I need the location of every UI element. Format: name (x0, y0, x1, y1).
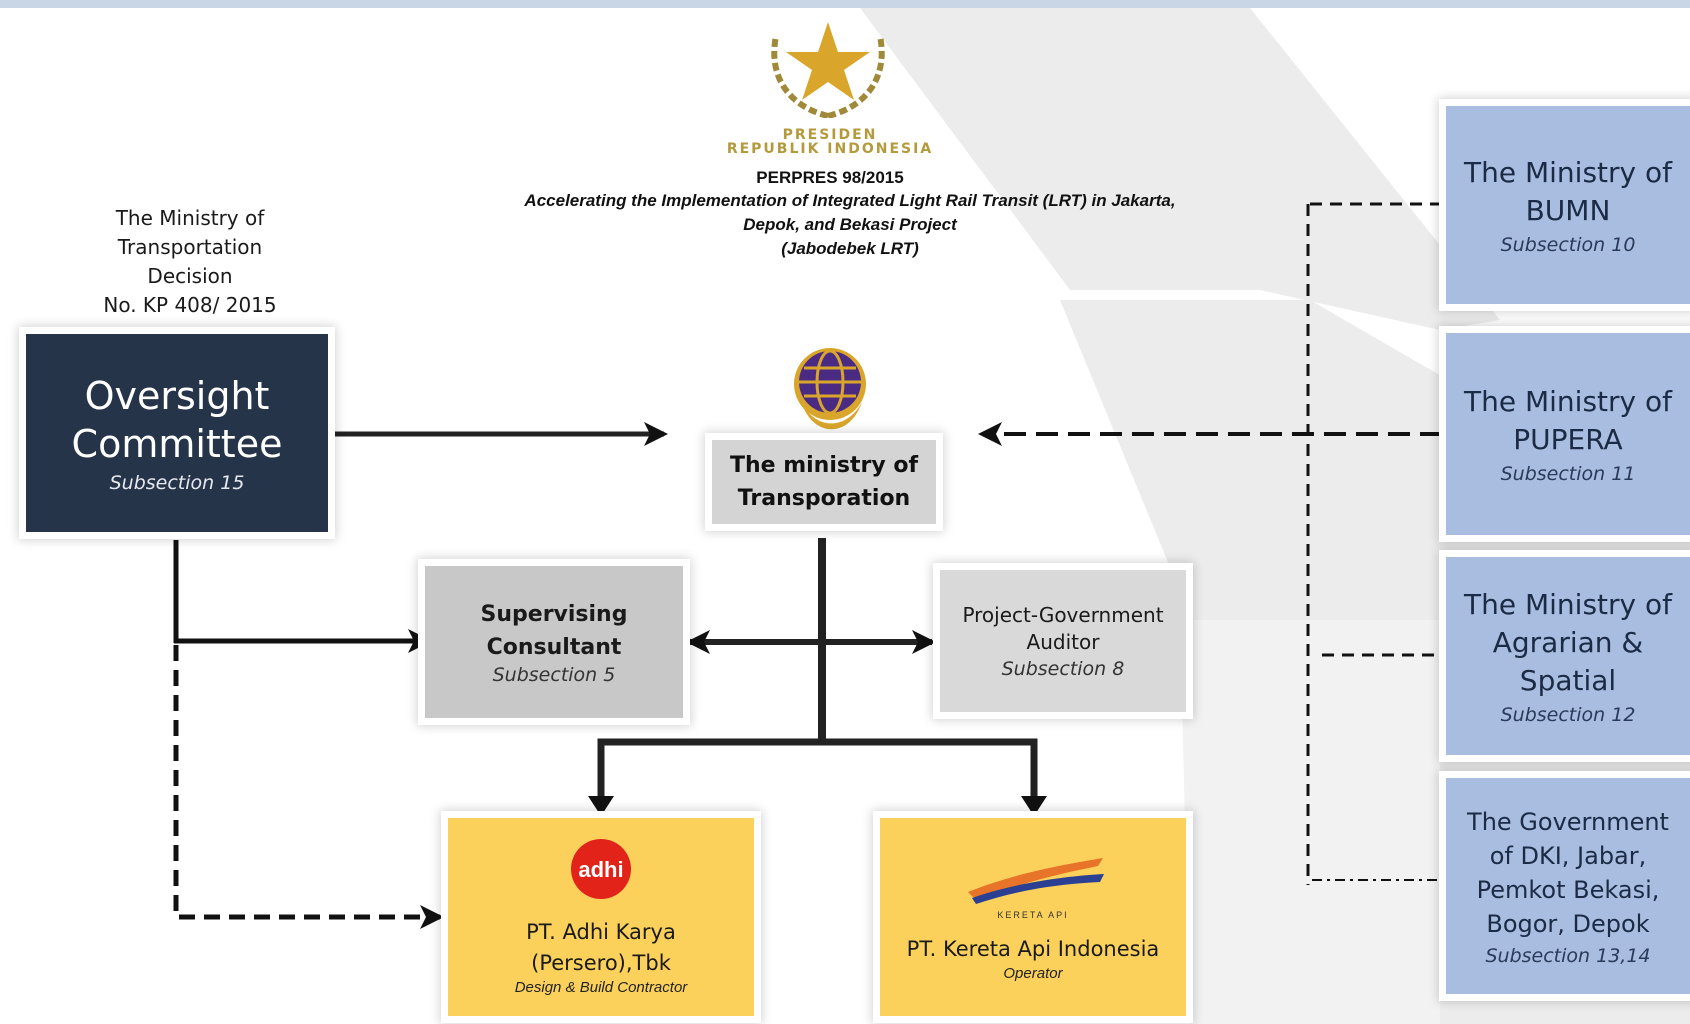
oversight-title-line-2: Committee (71, 422, 283, 466)
adhi-name-line-2: (Persero),Tbk (531, 950, 671, 975)
oversight-subsection: Subsection 15 (109, 472, 245, 494)
institution-line-1: PRESIDEN (782, 127, 878, 143)
bumn-subsection: Subsection 10 (1500, 234, 1636, 256)
auditor-subsection: Subsection 8 (1001, 658, 1125, 680)
decision-line-2: Transportation (117, 235, 263, 259)
regional-government-box: The Government of DKI, Jabar, Pemkot Bek… (1446, 778, 1690, 994)
regulation-title-line-1: Accelerating the Implementation of Integ… (524, 191, 1176, 210)
government-line-1: The Government (1467, 808, 1669, 836)
kereta-api-name: PT. Kereta Api Indonesia (906, 937, 1160, 961)
ministry-transportation-line-1: The ministry of (729, 453, 919, 478)
government-subsection: Subsection 13,14 (1485, 945, 1651, 967)
auditor-title-line-2: Auditor (1026, 630, 1100, 654)
agrarian-line-2: Agrarian & (1492, 626, 1644, 659)
kereta-api-box: KERETA API PT. Kereta Api Indonesia Oper… (880, 818, 1186, 1016)
government-line-4: Bogor, Depok (1486, 910, 1650, 938)
regulation-title-line-2: Depok, and Bekasi Project (743, 215, 957, 234)
government-line-2: of DKI, Jabar, (1489, 842, 1647, 870)
pupera-line-2: PUPERA (1513, 423, 1623, 456)
ministry-pupera-box: The Ministry of PUPERA Subsection 11 (1446, 333, 1690, 535)
pupera-subsection: Subsection 11 (1500, 463, 1636, 485)
agrarian-line-1: The Ministry of (1464, 588, 1672, 621)
institution-label: PRESIDEN REPUBLIK INDONESIA (660, 128, 1000, 156)
regulation-number: PERPRES 98/2015 (756, 168, 904, 187)
oversight-title-line-1: Oversight (84, 374, 270, 418)
kereta-api-logo-text: KERETA API (997, 910, 1068, 920)
decision-line-4: No. KP 408/ 2015 (103, 293, 277, 317)
kereta-api-logo: KERETA API (968, 858, 1104, 920)
kereta-api-role: Operator (1003, 965, 1063, 982)
government-line-3: Pemkot Bekasi, (1476, 876, 1660, 904)
bumn-line-1: The Ministry of (1464, 156, 1672, 189)
agrarian-subsection: Subsection 12 (1500, 704, 1636, 726)
oversight-committee-box: Oversight Committee Subsection 15 (26, 334, 328, 532)
auditor-title-line-1: Project-Government (962, 603, 1164, 627)
regulation-title-line-3: (Jabodebek LRT) (781, 239, 919, 258)
project-government-auditor-box: Project-Government Auditor Subsection 8 (940, 570, 1186, 712)
adhi-logo-text: adhi (578, 857, 623, 882)
adhi-logo: adhi (571, 838, 631, 899)
supervising-subsection: Subsection 5 (492, 664, 616, 686)
garuda-star-emblem (771, 22, 885, 118)
ministry-agrarian-box: The Ministry of Agrarian & Spatial Subse… (1446, 557, 1690, 755)
adhi-karya-box: adhi PT. Adhi Karya (Persero),Tbk Design… (448, 818, 754, 1016)
ministry-bumn-box: The Ministry of BUMN Subsection 10 (1446, 106, 1690, 304)
decision-line-3: Decision (147, 264, 233, 288)
regulation-title: Accelerating the Implementation of Integ… (470, 189, 1230, 261)
supervising-title-line-2: Consultant (486, 635, 622, 660)
decision-line-1: The Ministry of (115, 206, 265, 230)
agrarian-line-3: Spatial (1519, 664, 1617, 697)
supervising-title-line-1: Supervising (480, 602, 628, 627)
ministry-transportation-box: The ministry of Transporation (712, 440, 936, 524)
adhi-name-line-1: PT. Adhi Karya (526, 919, 676, 944)
ministry-transportation-line-2: Transporation (737, 486, 911, 511)
bumn-line-2: BUMN (1525, 194, 1611, 227)
adhi-role: Design & Build Contractor (514, 978, 688, 996)
institution-line-2: REPUBLIK INDONESIA (726, 141, 934, 157)
pupera-line-1: The Ministry of (1464, 385, 1672, 418)
ministry-decision-label: The Ministry of Transportation Decision … (60, 204, 320, 320)
supervising-consultant-box: Supervising Consultant Subsection 5 (425, 566, 683, 718)
ministry-transportation-logo (794, 348, 866, 430)
